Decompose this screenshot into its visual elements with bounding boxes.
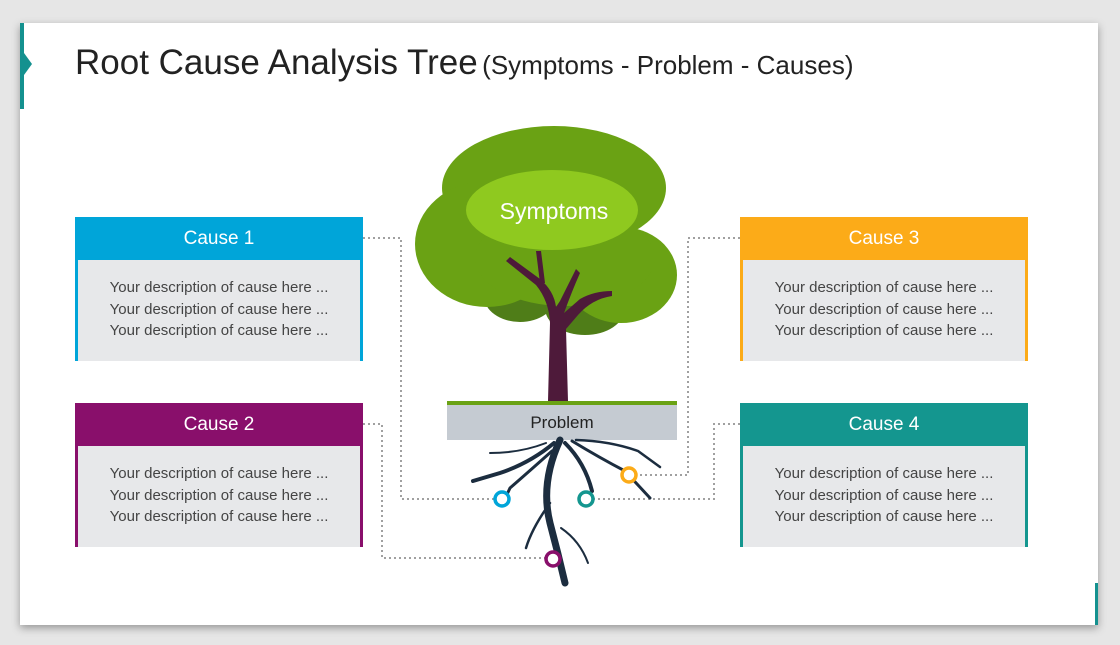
symptoms-oval xyxy=(466,170,638,250)
cause-4-box: Cause 4 Your description of cause here .… xyxy=(740,403,1028,547)
connector-cause-2 xyxy=(363,423,547,559)
cause-1-description-1: Your description of cause here ... xyxy=(109,279,329,296)
slide-title: Root Cause Analysis Tree (Symptoms - Pro… xyxy=(75,43,853,83)
cause-2-header: Cause 2 xyxy=(75,403,363,446)
cause-3-description-3: Your description of cause here ... xyxy=(774,322,994,339)
connectors xyxy=(363,237,740,559)
cause-3-body: Your description of cause here ... Your … xyxy=(740,260,1028,361)
cause-1-body: Your description of cause here ... Your … xyxy=(75,260,363,361)
connector-cause-3 xyxy=(633,237,740,476)
ground-line xyxy=(447,401,677,405)
cause-1-description-2: Your description of cause here ... xyxy=(109,300,329,318)
tree-roots xyxy=(471,436,662,587)
cause-1-box: Cause 1 Your description of cause here .… xyxy=(75,217,363,361)
cause-4-description-2: Your description of cause here ... xyxy=(774,486,994,504)
cause-2-box: Cause 2 Your description of cause here .… xyxy=(75,403,363,547)
root-marker-cause-1 xyxy=(493,490,511,508)
cause-3-box: Cause 3 Your description of cause here .… xyxy=(740,217,1028,361)
tree-trunk xyxy=(506,251,612,401)
tree-diagram: Symptoms Problem xyxy=(363,126,740,587)
root-marker-cause-3 xyxy=(620,466,638,484)
cause-3-header: Cause 3 xyxy=(740,217,1028,260)
cause-2-body: Your description of cause here ... Your … xyxy=(75,446,363,547)
cause-2-description-3: Your description of cause here ... xyxy=(109,508,329,525)
cause-4-body: Your description of cause here ... Your … xyxy=(740,446,1028,547)
title-subtitle: (Symptoms - Problem - Causes) xyxy=(482,50,854,80)
accent-bar xyxy=(20,23,24,109)
connector-cause-4 xyxy=(592,423,740,500)
cause-1-description-3: Your description of cause here ... xyxy=(109,322,329,339)
problem-label: Problem xyxy=(530,413,593,432)
cause-4-header: Cause 4 xyxy=(740,403,1028,446)
accent-arrow xyxy=(24,53,32,75)
root-marker-cause-4 xyxy=(577,490,595,508)
root-marker-cause-2 xyxy=(544,550,562,568)
connector-cause-1 xyxy=(363,237,496,500)
tree-foliage xyxy=(415,126,677,335)
cause-2-description-2: Your description of cause here ... xyxy=(109,486,329,504)
cause-2-description-1: Your description of cause here ... xyxy=(109,465,329,482)
cause-4-description-3: Your description of cause here ... xyxy=(774,508,994,525)
corner-accent xyxy=(1095,583,1098,625)
cause-3-description-2: Your description of cause here ... xyxy=(774,300,994,318)
problem-bar xyxy=(447,405,677,440)
symptoms-label: Symptoms xyxy=(500,198,609,224)
slide: Root Cause Analysis Tree (Symptoms - Pro… xyxy=(20,23,1098,625)
cause-3-description-1: Your description of cause here ... xyxy=(774,279,994,296)
cause-1-header: Cause 1 xyxy=(75,217,363,260)
cause-4-description-1: Your description of cause here ... xyxy=(774,465,994,482)
title-main: Root Cause Analysis Tree xyxy=(75,43,478,82)
